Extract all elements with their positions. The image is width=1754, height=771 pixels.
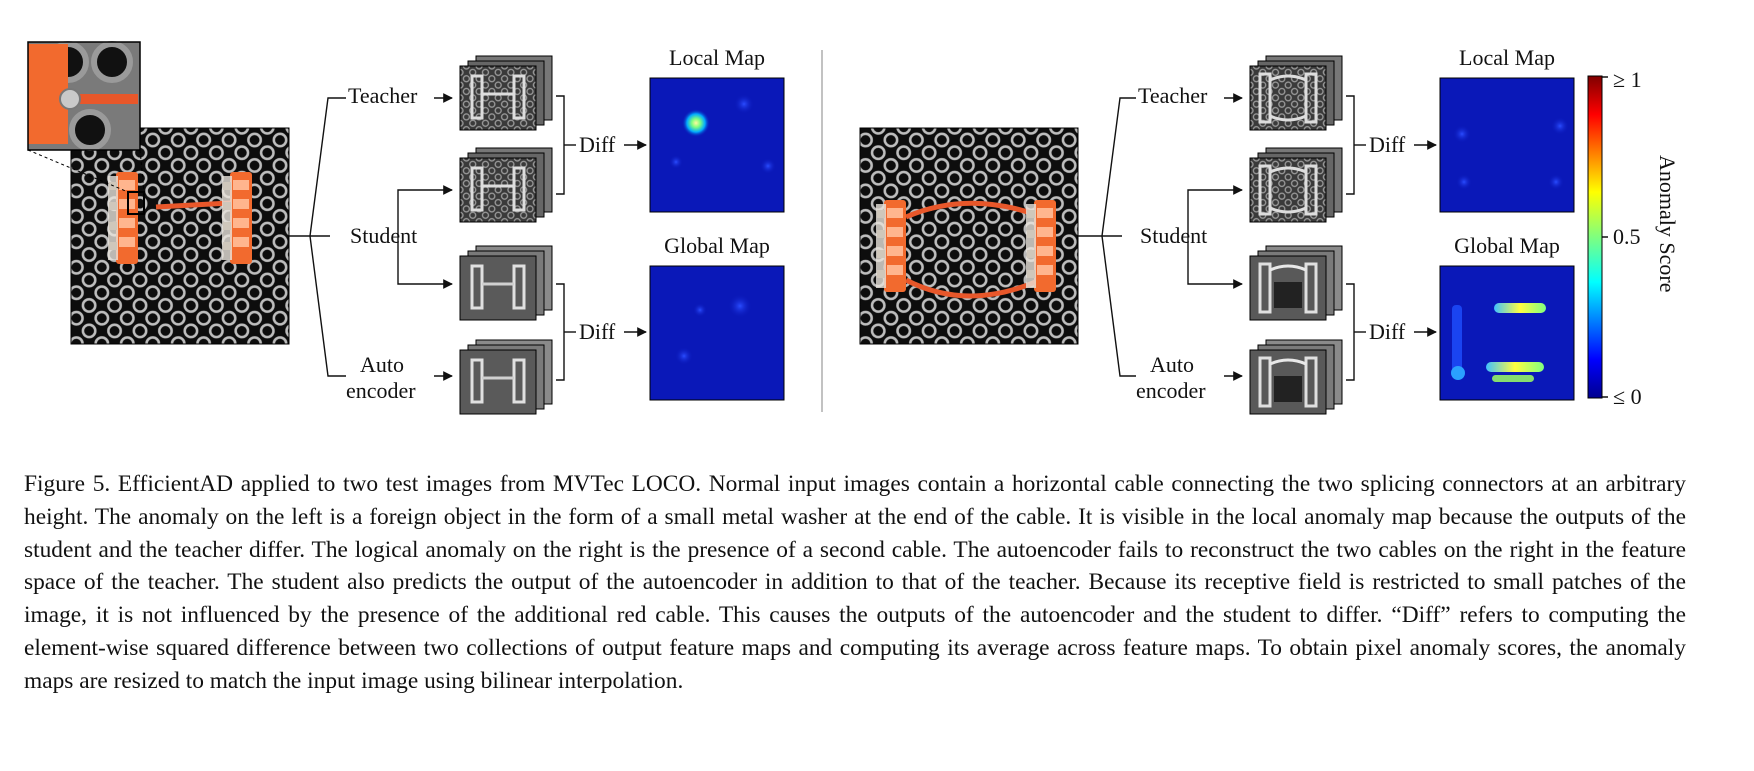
right-teacher-features: [1248, 55, 1343, 132]
colorbar-tick-bottom: ≤ 0: [1613, 384, 1642, 409]
right-auto-label-line2: encoder: [1136, 378, 1206, 403]
left-global-map: [649, 265, 785, 401]
left-zoom-inset: [27, 41, 141, 151]
right-global-map: [1439, 265, 1575, 401]
left-auto-label-line1: Auto: [360, 352, 404, 377]
colorbar-tick-mid: 0.5: [1613, 224, 1641, 249]
left-panel: Teacher Student Auto encoder: [27, 41, 785, 416]
right-teacher-label: Teacher: [1138, 83, 1208, 108]
figure-5-diagram: Teacher Student Auto encoder: [27, 41, 1680, 416]
colorbar-tick-top: ≥ 1: [1613, 67, 1642, 92]
left-teacher-label: Teacher: [348, 83, 418, 108]
right-input-image: [859, 127, 1079, 345]
left-local-map-title: Local Map: [669, 45, 765, 70]
left-diff-top-label: Diff: [579, 132, 616, 157]
right-global-map-title: Global Map: [1454, 233, 1560, 258]
right-panel: Teacher Student Auto encoder: [859, 45, 1575, 416]
caption-text: Figure 5. EfficientAD applied to two tes…: [24, 471, 1686, 694]
left-autoencoder-features: [458, 339, 553, 416]
right-local-map: [1439, 77, 1575, 213]
left-local-map: [649, 77, 785, 213]
right-student-label: Student: [1140, 223, 1207, 248]
right-student-features-bottom: [1248, 245, 1343, 322]
left-student-features-top: [458, 147, 553, 224]
figure-caption: Figure 5. EfficientAD applied to two tes…: [24, 468, 1686, 698]
left-auto-label-line2: encoder: [346, 378, 416, 403]
anomaly-colorbar: ≥ 1 0.5 ≤ 0 Anomaly Score: [1587, 67, 1680, 409]
left-global-map-title: Global Map: [664, 233, 770, 258]
left-student-features-bottom: [458, 245, 553, 322]
left-student-label: Student: [350, 223, 417, 248]
right-student-features-top: [1248, 147, 1343, 224]
right-auto-label-line1: Auto: [1150, 352, 1194, 377]
right-diff-top-label: Diff: [1369, 132, 1406, 157]
left-diff-bottom-label: Diff: [579, 319, 616, 344]
right-autoencoder-features: [1248, 339, 1343, 416]
left-teacher-features: [458, 55, 553, 132]
right-diff-bottom-label: Diff: [1369, 319, 1406, 344]
left-input-image: [27, 127, 290, 345]
right-local-map-title: Local Map: [1459, 45, 1555, 70]
colorbar-title: Anomaly Score: [1655, 155, 1680, 292]
